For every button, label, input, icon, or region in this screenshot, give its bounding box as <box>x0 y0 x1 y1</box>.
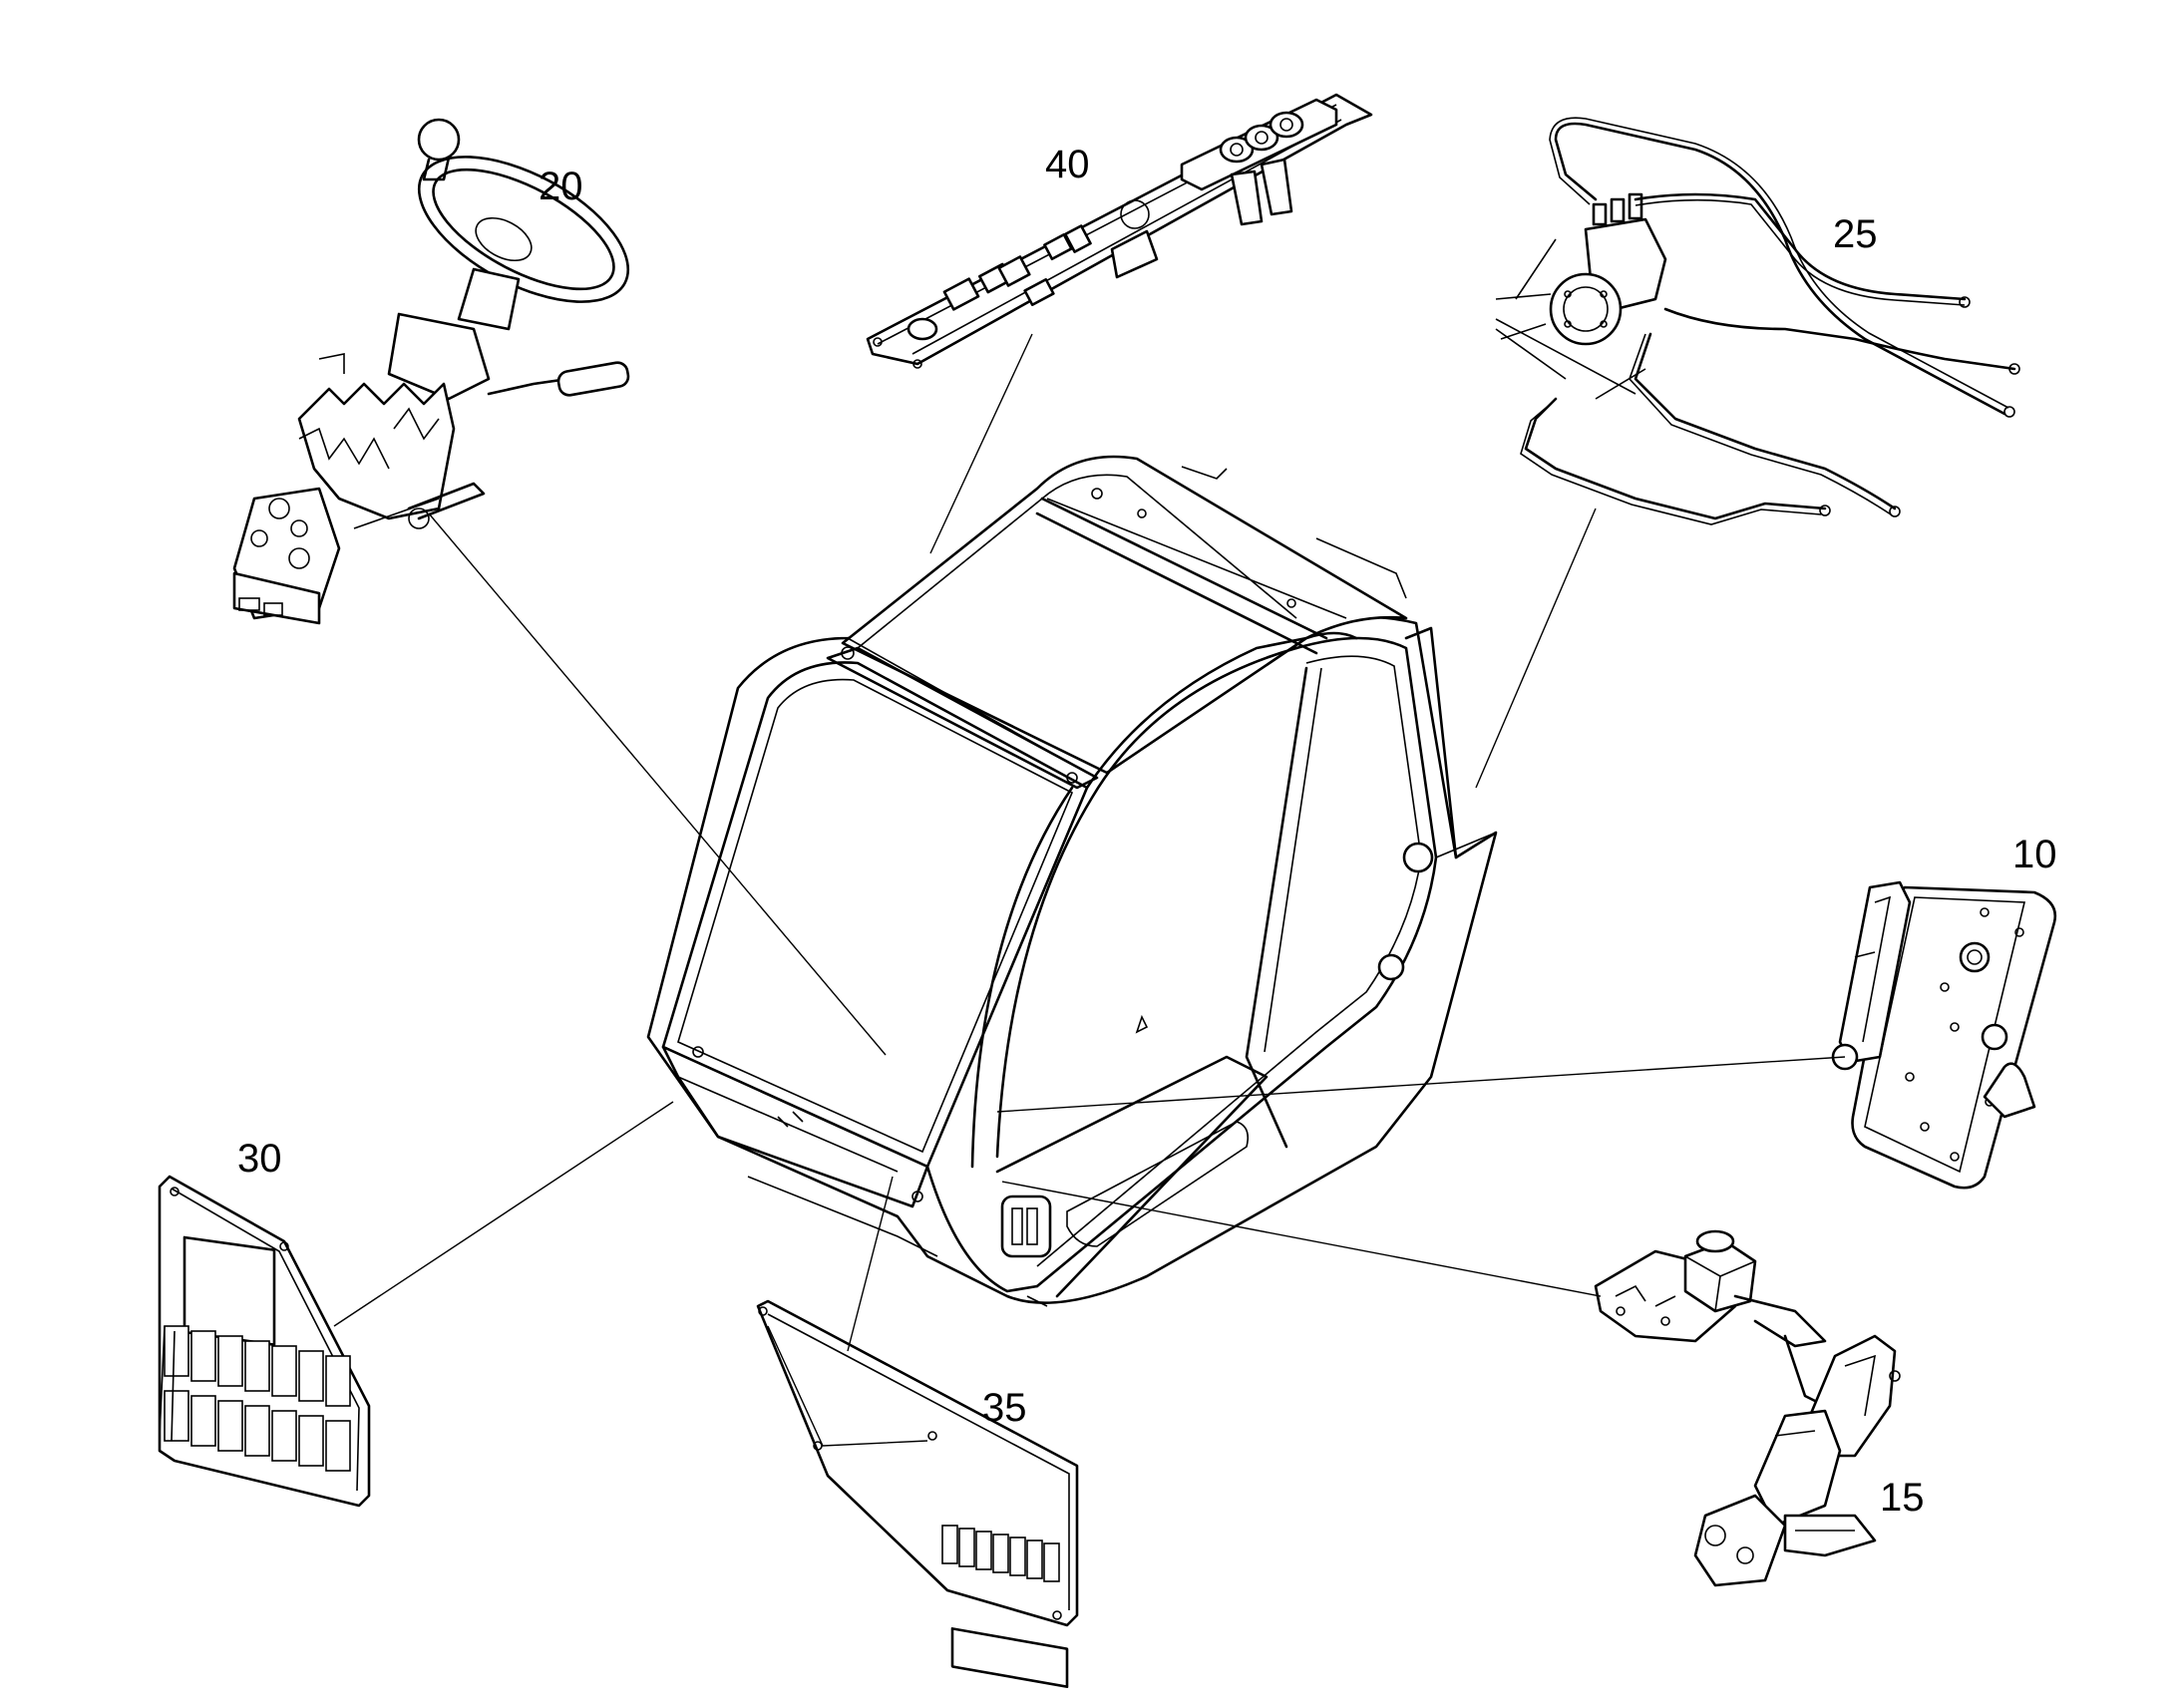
fuse-panel-left <box>158 1175 371 1508</box>
callout-25: 25 <box>1833 212 1878 256</box>
callouts: 20 40 25 10 30 35 15 <box>237 143 2057 1520</box>
switch-row <box>941 1525 1060 1582</box>
hydraulic-lines <box>1495 117 2020 525</box>
callout-15: 15 <box>1880 1476 1925 1520</box>
callout-20: 20 <box>539 165 583 208</box>
callout-35: 35 <box>982 1386 1027 1430</box>
callout-30: 30 <box>237 1137 282 1181</box>
leader-lines <box>333 333 1846 1447</box>
callout-10: 10 <box>2012 833 2057 876</box>
seat-base-plate <box>1831 880 2057 1190</box>
fuse-row-bottom <box>164 1390 351 1472</box>
steering-column <box>232 118 630 625</box>
callout-40: 40 <box>1045 143 1090 186</box>
switch-panel-lower <box>756 1299 1079 1688</box>
operator-cab <box>646 455 1498 1307</box>
fuse-row-top <box>164 1325 351 1407</box>
overhead-console <box>866 93 1373 369</box>
pedal-assembly <box>1594 1229 1901 1587</box>
